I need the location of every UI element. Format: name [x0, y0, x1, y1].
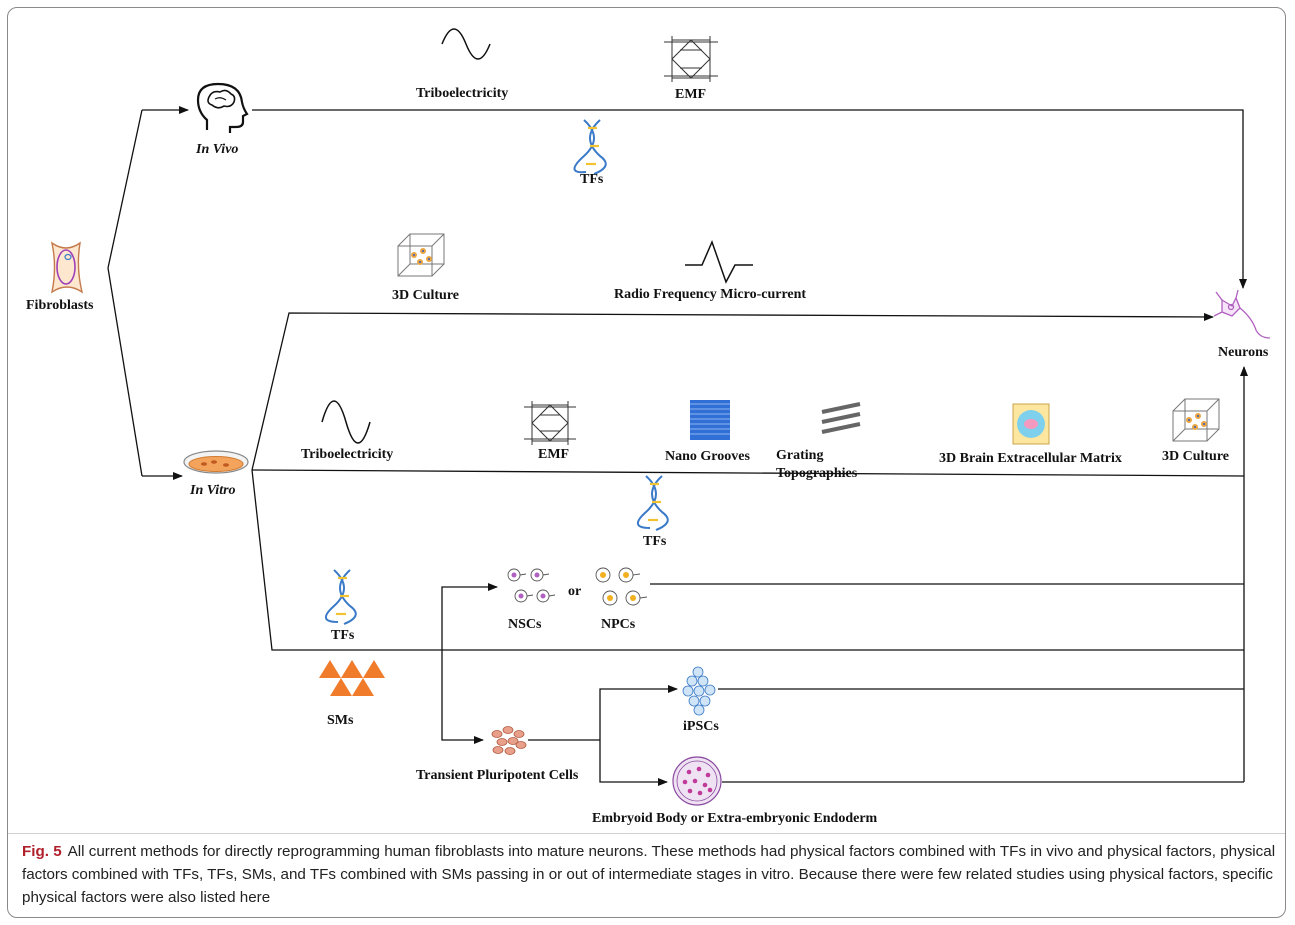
nano-grooves-label: Nano Grooves	[665, 449, 750, 464]
sine-wave-icon	[441, 28, 491, 60]
small-molecules-icon	[319, 660, 385, 696]
neuron-icon	[1213, 289, 1271, 339]
head-icon	[196, 82, 249, 133]
figure-number: Fig. 5	[22, 843, 62, 860]
edge-invitro-physical-branch	[251, 469, 1245, 477]
tfs-label: TFs	[643, 534, 667, 549]
3d-culture-label: 3D Culture	[392, 288, 460, 303]
edge-fibroblasts-invitro	[107, 267, 143, 477]
petri-dish-icon	[183, 450, 249, 474]
figure-frame	[7, 7, 1286, 918]
ipsc-cluster-icon	[682, 666, 716, 716]
brain-ecm-label: 3D Brain Extracellular Matrix	[939, 451, 1122, 466]
dna-helix-icon	[325, 569, 357, 625]
grating-label: Grating	[776, 448, 824, 463]
sms-label: SMs	[327, 713, 354, 728]
emf-label: EMF	[538, 447, 570, 462]
3d-culture-cube-icon	[397, 233, 445, 277]
in-vivo-label: In Vivo	[196, 142, 239, 157]
tfs-label: TFs	[580, 172, 604, 187]
edge-invitro-tfs-branch	[251, 469, 1244, 651]
ipscs-label: iPSCs	[683, 719, 719, 734]
dna-helix-icon	[637, 475, 669, 531]
fibroblast-cell-icon	[50, 241, 84, 294]
3d-culture-label: 3D Culture	[1162, 449, 1230, 464]
embryoid-body-label: Embryoid Body or Extra-embryonic Endoder…	[592, 811, 878, 826]
tfs-label: TFs	[331, 628, 355, 643]
emf-label: EMF	[675, 87, 707, 102]
nano-grooves-icon	[690, 400, 730, 440]
caption-divider	[8, 833, 1285, 834]
nscs-label: NSCs	[508, 617, 542, 632]
or-label: or	[568, 584, 582, 599]
nsc-cells-icon	[507, 568, 556, 603]
in-vitro-label: In Vitro	[190, 483, 236, 498]
radio-frequency-label: Radio Frequency Micro-current	[614, 287, 807, 302]
3d-culture-cube-icon	[1172, 398, 1220, 442]
brain-ecm-well-icon	[1012, 403, 1050, 445]
radio-frequency-pulse-icon	[685, 239, 753, 284]
grating-topography-icon	[821, 402, 861, 434]
edge-to-transient	[441, 650, 484, 744]
topographies-label: Topographies	[776, 466, 858, 481]
npcs-label: NPCs	[601, 617, 636, 632]
edge-to-embryoid	[599, 740, 668, 786]
edge-to-ipscs	[599, 685, 678, 740]
npc-cells-icon	[595, 567, 648, 606]
edge-invitro-3dculture-branch	[251, 312, 1214, 471]
caption-text: All current methods for directly reprogr…	[22, 843, 1276, 906]
transient-pluripotent-label: Transient Pluripotent Cells	[416, 768, 579, 783]
sine-wave-icon	[321, 400, 371, 444]
emf-coil-icon	[524, 401, 576, 445]
edge-fibroblasts-invivo	[107, 109, 143, 269]
embryoid-body-icon	[672, 756, 722, 806]
triboelectricity-label: Triboelectricity	[416, 86, 509, 101]
transient-cells-icon	[491, 726, 527, 755]
triboelectricity-label: Triboelectricity	[301, 447, 394, 462]
neurons-label: Neurons	[1218, 345, 1269, 360]
dna-helix-icon	[573, 119, 607, 175]
fibroblasts-label: Fibroblasts	[26, 298, 94, 313]
edge-to-nscs	[441, 583, 498, 650]
emf-coil-icon	[664, 36, 718, 82]
edge-invivo-neurons	[252, 109, 1247, 289]
